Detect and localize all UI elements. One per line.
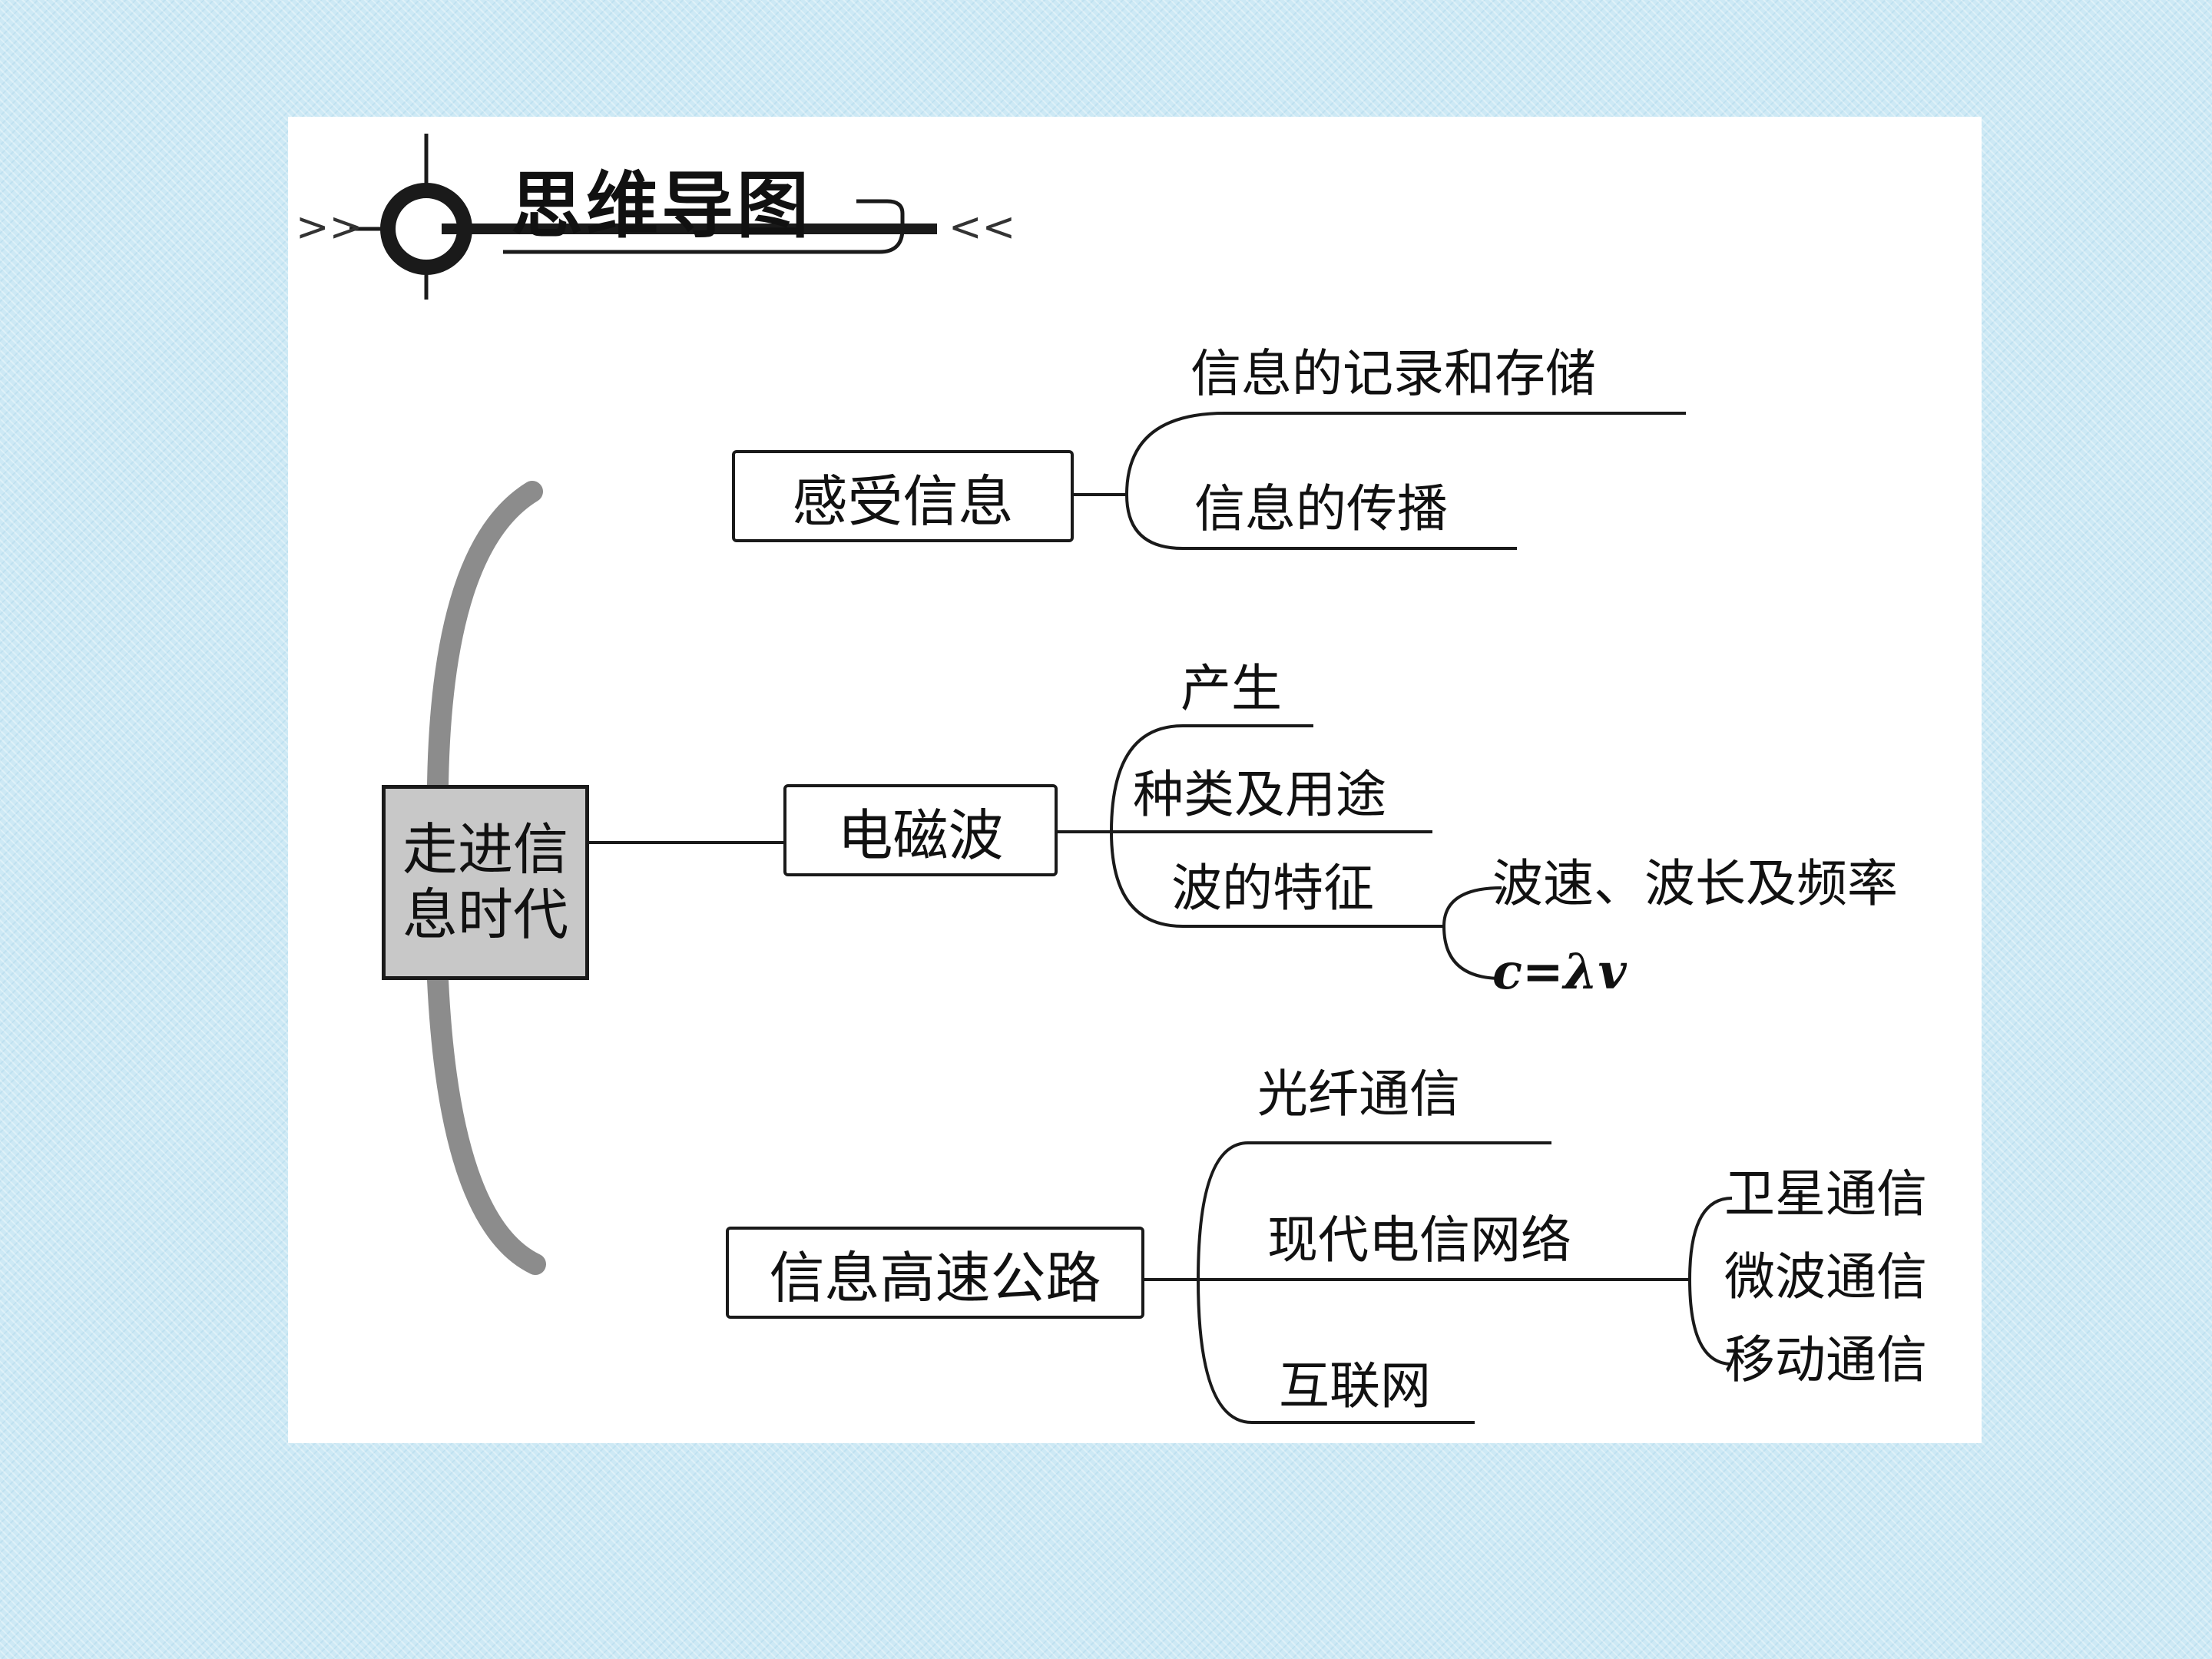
- branch-node-label: 感受信息: [792, 469, 1014, 534]
- page-title: 思维导图: [511, 164, 813, 248]
- leaf-mobile-communication: 移动通信: [1724, 1330, 1927, 1389]
- leaf-generation: 产生: [1181, 659, 1282, 718]
- leaf-wave-formula: c=λv: [1492, 943, 1627, 1001]
- leaf-microwave-communication: 微波通信: [1724, 1247, 1927, 1306]
- bracket-wave: [1442, 886, 1502, 980]
- left-chevrons: >>: [296, 204, 363, 250]
- root-node: 走进信息时代: [382, 785, 589, 980]
- leaf-modern-telecom-network: 现代电信网络: [1267, 1210, 1571, 1270]
- bracket-telecom: [1687, 1197, 1733, 1366]
- branch-node-electromagnetic-wave: 电磁波: [783, 784, 1058, 876]
- mind-map-lines: [349, 134, 1733, 1424]
- leaf-internet: 互联网: [1279, 1356, 1431, 1416]
- root-node-label: 走进信息时代: [402, 817, 568, 947]
- main-arc-lower: [427, 969, 546, 1275]
- branch-node-perceive-info: 感受信息: [732, 450, 1074, 542]
- leaf-wave-features: 波的特征: [1171, 859, 1374, 918]
- right-chevrons: <<: [949, 204, 1016, 250]
- main-arc-upper: [427, 481, 543, 796]
- leaf-types-uses: 种类及用途: [1133, 765, 1386, 824]
- branch-node-label: 电磁波: [837, 803, 1004, 868]
- leaf-speed-wavelength-frequency: 波速、波长及频率: [1492, 854, 1898, 913]
- bracket-box3: [1196, 1141, 1253, 1424]
- leaf-satellite-communication: 卫星通信: [1724, 1164, 1927, 1224]
- branch-node-label: 信息高速公路: [769, 1245, 1101, 1310]
- bracket-box1: [1124, 412, 1226, 550]
- mind-map-panel: >> 思维导图 << 走进信息时代 感受信息 电磁波 信息高速公路 信息的记录和…: [288, 117, 1982, 1443]
- leaf-info-transmission: 信息的传播: [1194, 479, 1448, 538]
- leaf-fiber-communication: 光纤通信: [1257, 1065, 1460, 1124]
- branch-node-info-highway: 信息高速公路: [726, 1227, 1144, 1319]
- header-emblem: [349, 134, 937, 300]
- leaf-info-record-storage: 信息的记录和存储: [1190, 344, 1596, 403]
